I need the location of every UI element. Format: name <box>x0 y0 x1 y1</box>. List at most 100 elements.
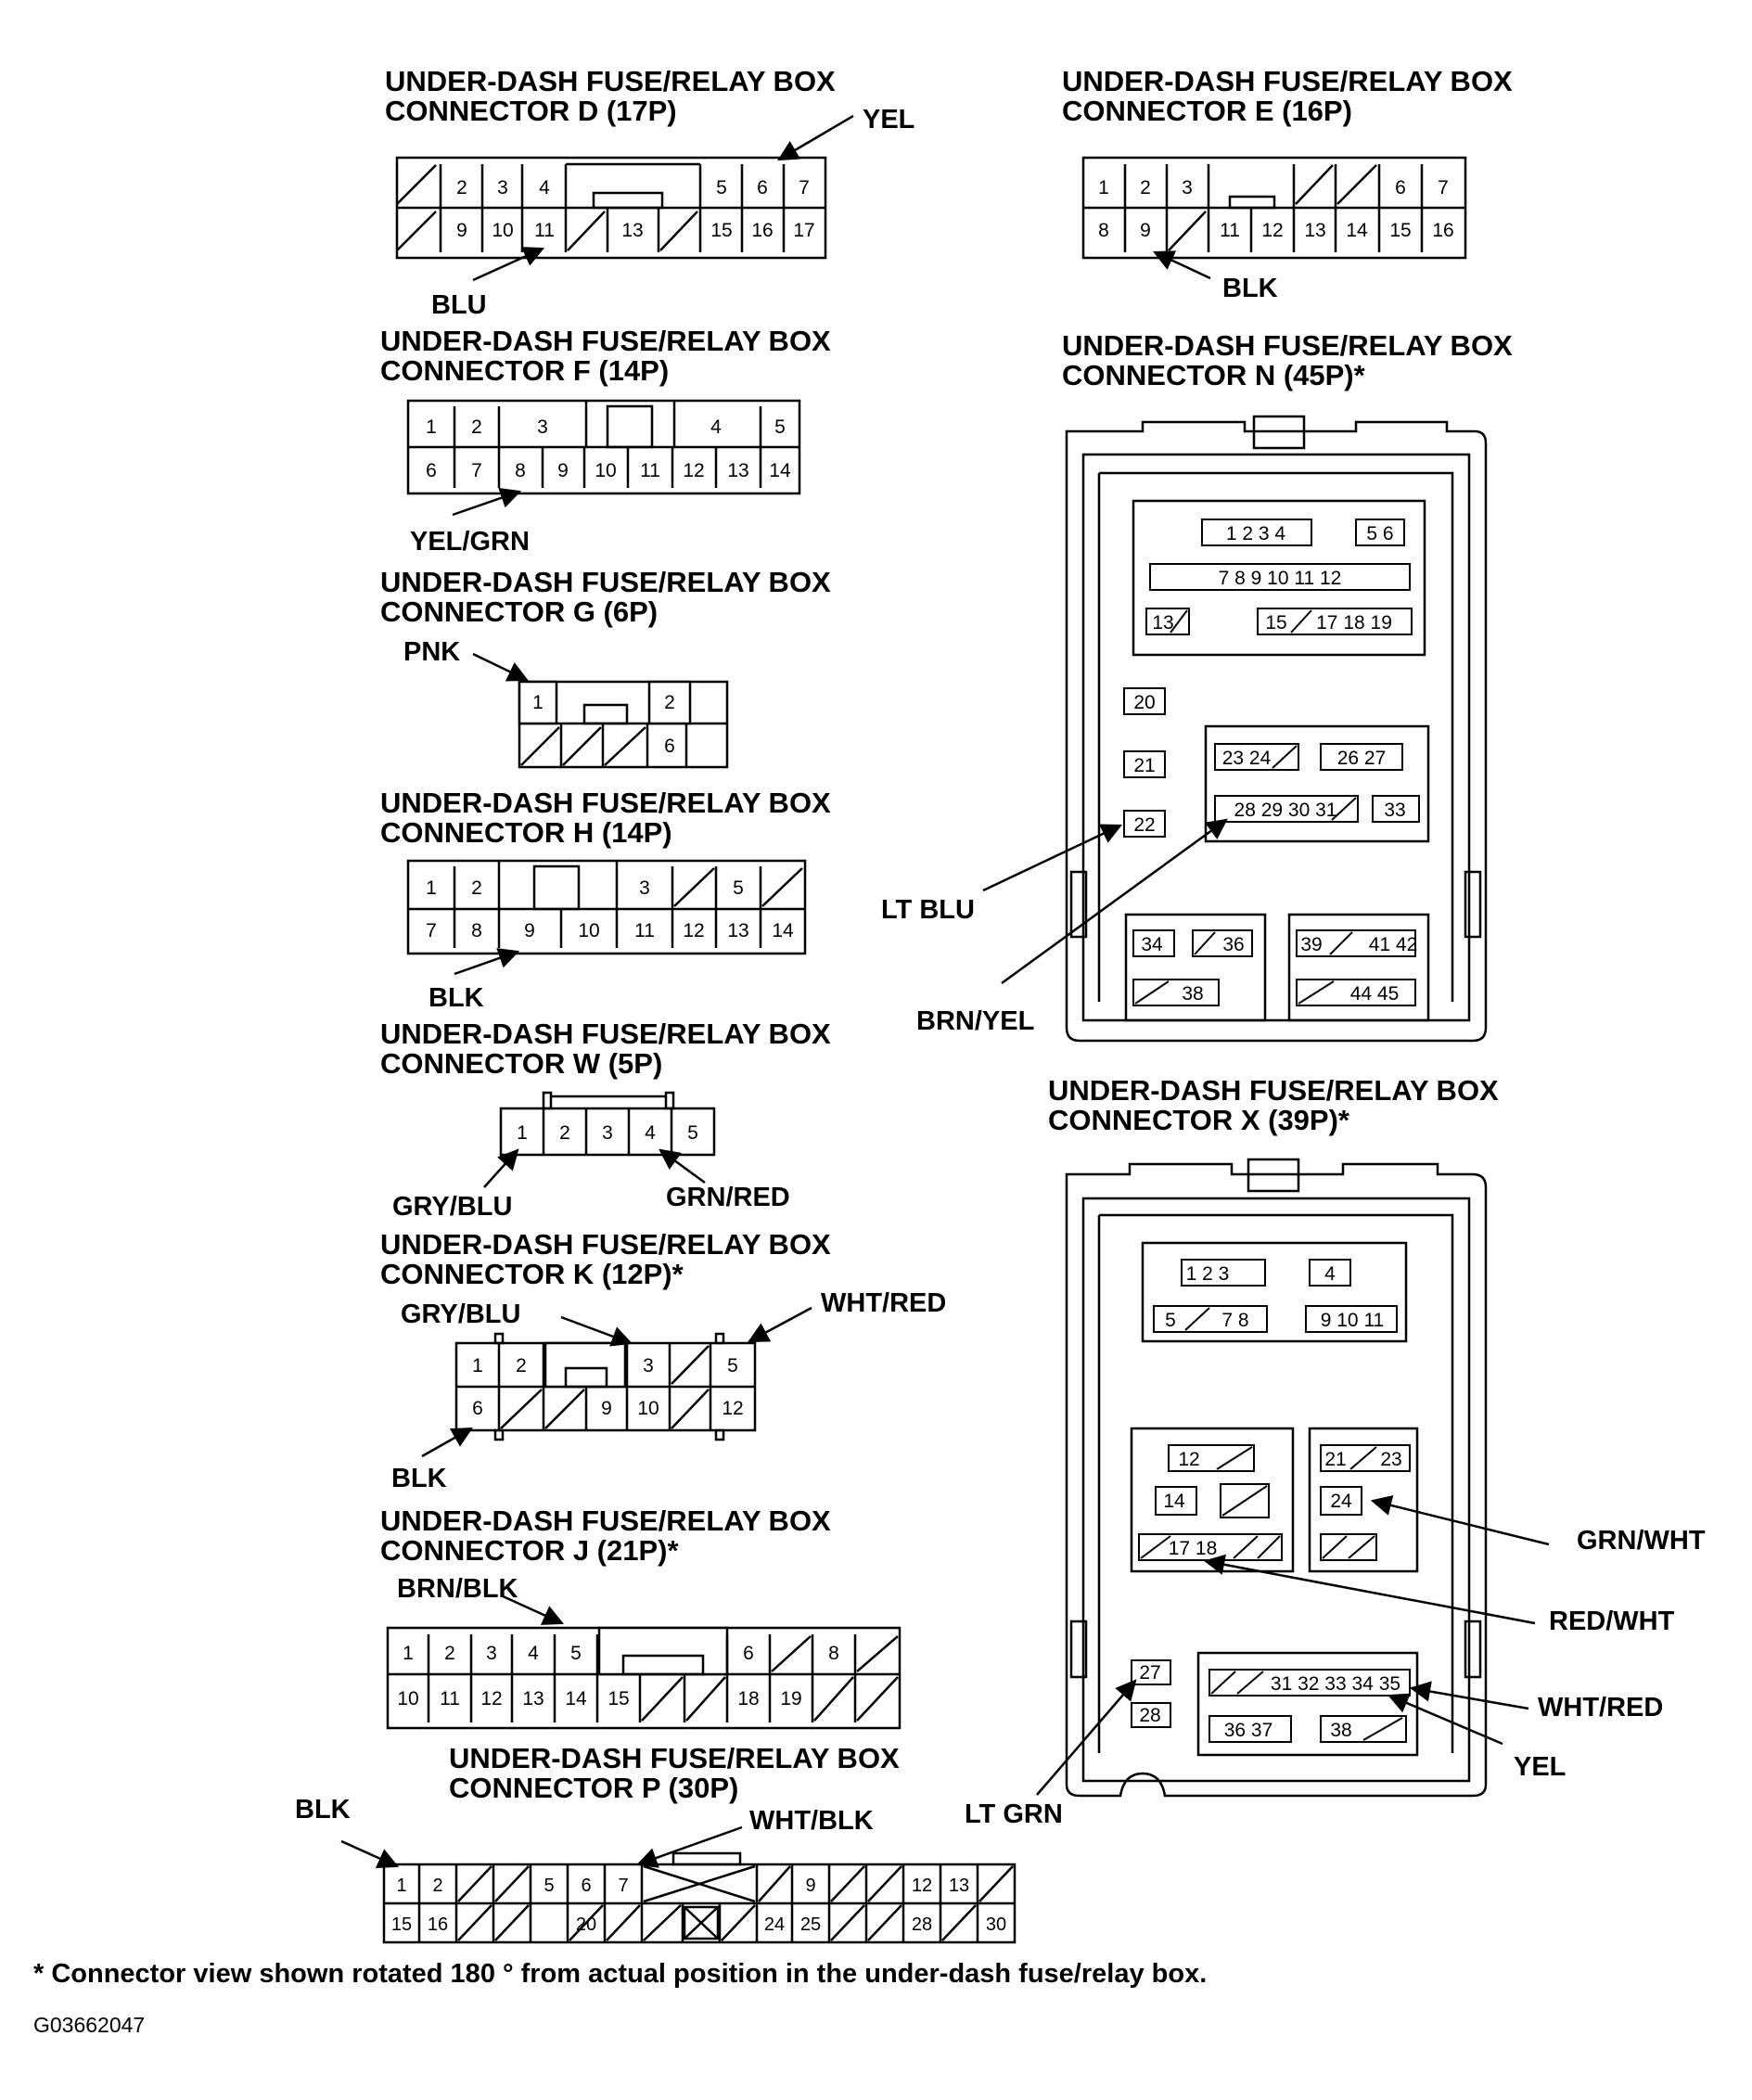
connector-k-pin-5: 5 <box>727 1355 738 1377</box>
connector-n-row-pins-1-4: 1 2 3 4 <box>1226 523 1286 544</box>
connector-x-wire-wht-red: WHT/RED <box>1538 1693 1663 1722</box>
connector-g-title-line1: UNDER-DASH FUSE/RELAY BOX <box>380 566 831 598</box>
connector-p-pin-16: 16 <box>428 1914 448 1935</box>
connector-x: UNDER-DASH FUSE/RELAY BOX CONNECTOR X (3… <box>965 1074 1706 1829</box>
connector-k-arrow-gry-blu <box>560 1315 633 1347</box>
connector-f-pin-3: 3 <box>537 416 548 438</box>
connector-j-pin-6: 6 <box>743 1643 754 1664</box>
connector-f-pin-4: 4 <box>710 416 722 438</box>
connector-n-row-pins-28-31: 28 29 30 31 <box>1234 800 1337 821</box>
connector-p-pin-13: 13 <box>949 1876 969 1896</box>
connector-w-title-line1: UNDER-DASH FUSE/RELAY BOX <box>380 1018 831 1050</box>
connector-f-pin-8: 8 <box>515 460 526 481</box>
connector-j-pin-2: 2 <box>444 1643 455 1664</box>
connector-j-title-line1: UNDER-DASH FUSE/RELAY BOX <box>380 1505 831 1537</box>
connector-x-wire-yel: YEL <box>1514 1752 1566 1782</box>
connector-x-pin-14: 14 <box>1163 1491 1185 1512</box>
connector-n-row-pins-5-6: 5 6 <box>1366 523 1393 544</box>
connector-x-arrow-wht-red <box>1409 1681 1529 1710</box>
connector-d-pin-7: 7 <box>799 177 810 198</box>
connector-g-title-line2: CONNECTOR G (6P) <box>380 595 658 628</box>
connector-h-pin-14: 14 <box>772 920 794 941</box>
connector-x-row-pins-1-3: 1 2 3 <box>1186 1263 1230 1285</box>
connector-d-title-line2: CONNECTOR D (17P) <box>385 95 677 127</box>
connector-h-pin-12: 12 <box>683 920 704 941</box>
connector-p-pin-5: 5 <box>544 1876 554 1896</box>
connector-f-body <box>406 399 801 495</box>
connector-p-arrow-wht-blk <box>635 1825 743 1868</box>
connector-j-pin-18: 18 <box>737 1688 759 1709</box>
connector-k-title-line2: CONNECTOR K (12P)* <box>380 1258 684 1290</box>
connector-j-pin-3: 3 <box>486 1643 497 1664</box>
connector-n-pin-36: 36 <box>1222 934 1244 955</box>
connector-j-pin-10: 10 <box>397 1688 418 1709</box>
connector-e-pin-14: 14 <box>1346 220 1368 241</box>
connector-f-pin-13: 13 <box>727 460 748 481</box>
connector-k-arrow-wht-red <box>748 1306 812 1343</box>
connector-x-title-line2: CONNECTOR X (39P)* <box>1048 1104 1350 1136</box>
connector-e-pin-1: 1 <box>1098 177 1109 198</box>
connector-x-pin-23: 23 <box>1380 1449 1401 1470</box>
connector-w-pin-2: 2 <box>559 1122 570 1144</box>
connector-d-pin-17: 17 <box>793 220 814 241</box>
connector-j-pin-12: 12 <box>480 1688 502 1709</box>
connector-n-pin-22: 22 <box>1133 814 1155 836</box>
connector-j-pin-1: 1 <box>403 1643 414 1664</box>
connector-h-pin-11: 11 <box>634 920 655 941</box>
connector-k-pin-12: 12 <box>722 1398 743 1419</box>
connector-f-arrow-yel-grn <box>452 488 522 517</box>
connector-w-body <box>499 1091 716 1157</box>
connector-x-row-pins-31-35: 31 32 33 34 35 <box>1271 1673 1400 1695</box>
connector-x-pin-5: 5 <box>1165 1310 1176 1331</box>
connector-w-arrow-grn-red <box>659 1148 706 1184</box>
connector-n-wire-brn-yel: BRN/YEL <box>916 1006 1034 1036</box>
connector-h-body <box>406 859 807 955</box>
connector-k-arrow-blk <box>421 1427 473 1458</box>
connector-g-body <box>518 680 729 769</box>
connector-w-arrow-gry-blu <box>483 1148 519 1188</box>
connector-f: UNDER-DASH FUSE/RELAY BOX CONNECTOR F (1… <box>380 325 831 557</box>
connector-x-pin-27: 27 <box>1139 1662 1160 1684</box>
connector-x-wire-red-wht: RED/WHT <box>1549 1607 1675 1636</box>
connector-n-pin-39: 39 <box>1300 934 1322 955</box>
connector-k-wire-wht-red: WHT/RED <box>821 1288 946 1318</box>
connector-d-pin-11: 11 <box>534 220 555 241</box>
connector-g: UNDER-DASH FUSE/RELAY BOX CONNECTOR G (6… <box>380 566 831 769</box>
connector-h-title-line1: UNDER-DASH FUSE/RELAY BOX <box>380 787 831 819</box>
connector-j-title-line2: CONNECTOR J (21P)* <box>380 1534 679 1567</box>
connector-x-row-pins-9-11: 9 10 11 <box>1321 1310 1385 1331</box>
connector-p-title-line1: UNDER-DASH FUSE/RELAY BOX <box>449 1742 900 1774</box>
connector-f-pin-10: 10 <box>595 460 616 481</box>
connector-p-pin-6: 6 <box>581 1876 591 1896</box>
connector-h-pin-5: 5 <box>733 877 744 899</box>
connector-f-title-line2: CONNECTOR F (14P) <box>380 354 669 387</box>
connector-h-pin-8: 8 <box>471 920 482 941</box>
connector-e-title-line2: CONNECTOR E (16P) <box>1062 95 1352 127</box>
connector-p-wire-wht-blk: WHT/BLK <box>749 1806 874 1836</box>
connector-p-pin-20: 20 <box>576 1914 596 1935</box>
connector-w-pin-5: 5 <box>687 1122 698 1144</box>
connector-d-pin-13: 13 <box>621 220 643 241</box>
connector-w-pin-4: 4 <box>645 1122 656 1144</box>
connector-w-pin-1: 1 <box>517 1122 528 1144</box>
connector-n-pin-38: 38 <box>1182 983 1203 1005</box>
connector-k-wire-gry-blu: GRY/BLU <box>401 1300 520 1329</box>
connector-x-pin-21: 21 <box>1324 1449 1346 1470</box>
connector-e-pin-8: 8 <box>1098 220 1109 241</box>
connector-x-arrow-red-wht <box>1203 1554 1536 1625</box>
connector-n-row-pins-44-45: 44 45 <box>1350 983 1400 1005</box>
connector-d: UNDER-DASH FUSE/RELAY BOX CONNECTOR D (1… <box>385 65 914 320</box>
connector-e-arrow-blk <box>1152 250 1211 280</box>
footnote: * Connector view shown rotated 180 ° fro… <box>33 1959 1208 1989</box>
connector-h-arrow-blk <box>454 948 520 976</box>
connector-d-pin-2: 2 <box>456 177 467 198</box>
connector-x-arrow-grn-wht <box>1370 1494 1550 1546</box>
connector-n-row-pins-7-12: 7 8 9 10 11 12 <box>1219 568 1342 589</box>
connector-n-pin-20: 20 <box>1133 692 1155 713</box>
connector-n-pin-33: 33 <box>1384 800 1405 821</box>
connector-d-pin-6: 6 <box>757 177 768 198</box>
connector-n-wire-lt-blu: LT BLU <box>881 895 975 925</box>
connector-n-pin-boxes <box>1123 519 1420 1006</box>
connector-f-pin-12: 12 <box>683 460 704 481</box>
